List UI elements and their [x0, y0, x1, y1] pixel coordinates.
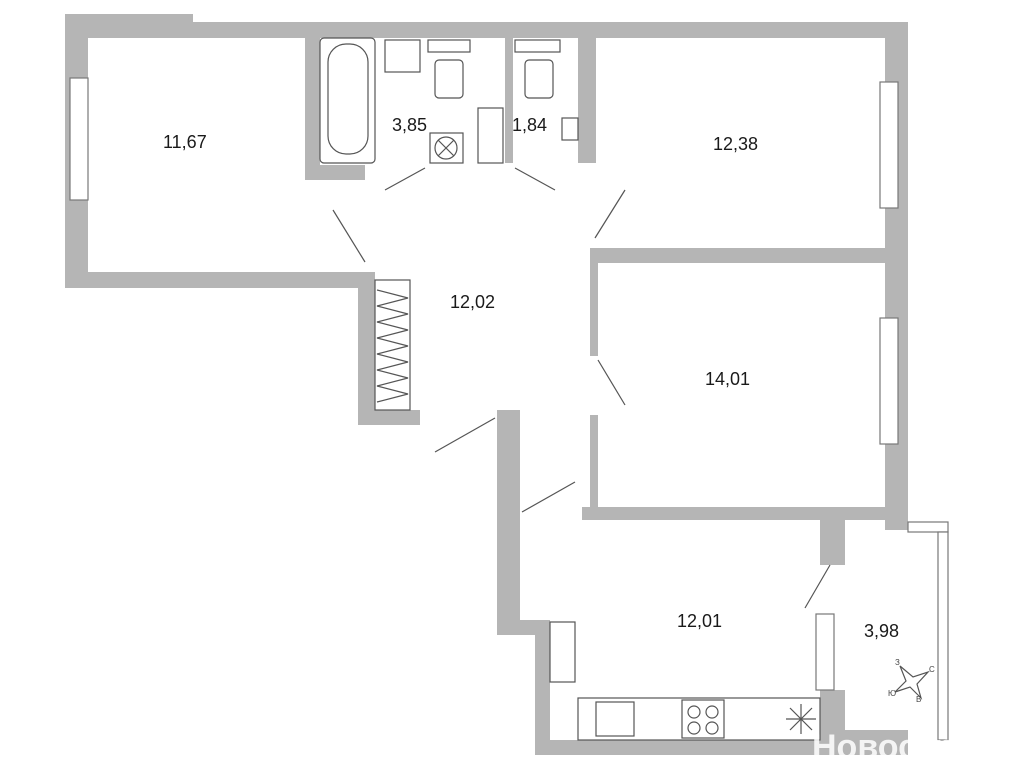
bathroom-fixtures — [319, 37, 579, 164]
compass-south: Ю — [888, 689, 896, 698]
compass-north: С — [929, 665, 935, 674]
doors — [332, 167, 831, 609]
stove-icon — [681, 699, 725, 739]
area-hallway: 12,02 — [450, 292, 495, 312]
area-kitchen: 12,01 — [677, 611, 722, 631]
toilet-icon — [434, 59, 464, 99]
closet — [374, 279, 411, 411]
compass-west: З — [895, 658, 900, 667]
area-room-left: 11,67 — [163, 132, 207, 152]
toilet-icon — [524, 59, 554, 99]
area-balcony: 3,98 — [864, 621, 899, 641]
kitchen-fixtures — [549, 621, 821, 741]
sink-icon — [384, 39, 421, 73]
compass: З С В Ю — [888, 658, 935, 704]
area-toilet: 1,84 — [512, 115, 547, 135]
area-room-top-right: 12,38 — [713, 134, 758, 154]
sink-icon — [595, 701, 635, 737]
area-room-middle-right: 14,01 — [705, 369, 750, 389]
fan-icon — [786, 704, 816, 734]
room-areas: 11,67 3,85 1,84 12,38 12,02 14,01 12,01 … — [163, 115, 899, 641]
windows — [69, 77, 949, 741]
compass-east: В — [916, 695, 921, 704]
watermark: Новострой-СПб — [812, 728, 1016, 766]
area-bathroom: 3,85 — [392, 115, 427, 135]
